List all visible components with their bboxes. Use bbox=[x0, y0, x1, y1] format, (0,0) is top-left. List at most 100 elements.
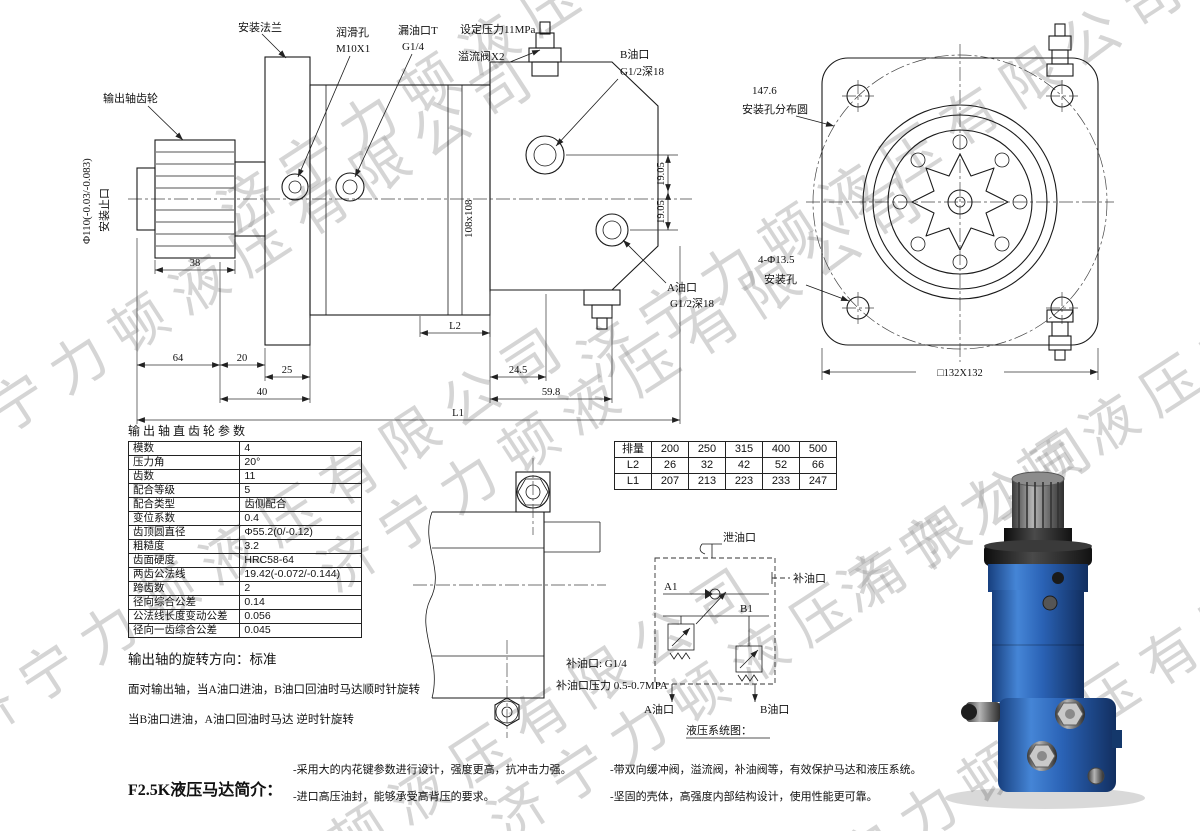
lube-hole-label: 润滑孔 bbox=[336, 25, 369, 39]
param-value: 0.14 bbox=[239, 595, 362, 610]
dimension-lines bbox=[136, 154, 681, 424]
b-port-spec: G1/2深18 bbox=[620, 65, 664, 78]
dim-38: 38 bbox=[190, 258, 201, 269]
table-row: 配合类型齿侧配合 bbox=[127, 497, 362, 512]
dim-L1: L1 bbox=[452, 408, 464, 419]
motor-cylinder-body bbox=[992, 590, 1084, 702]
param-name: 粗糙度 bbox=[127, 539, 241, 554]
b-port-schematic-label: B油口 bbox=[760, 702, 789, 716]
cell: 32 bbox=[688, 457, 726, 474]
bolt-circle-label: 安装孔分布圆 bbox=[742, 102, 808, 116]
hex-plug-lower bbox=[1027, 741, 1057, 771]
param-name: 变位系数 bbox=[127, 511, 241, 526]
buffer-valve-2 bbox=[735, 616, 763, 682]
param-name: 径向一齿综合公差 bbox=[127, 623, 241, 638]
body-size-label: 108x108 bbox=[463, 199, 475, 238]
main-side-view: 输出轴齿轮 安装法兰 润滑孔 M10X1 漏油口T G1/4 设定压力11MPa… bbox=[81, 20, 714, 424]
a-port-schematic-label: A油口 bbox=[644, 702, 674, 716]
param-value: 3.2 bbox=[239, 539, 362, 554]
dim-59_8: 59.8 bbox=[542, 387, 560, 398]
buffer-valve-1 bbox=[667, 616, 695, 660]
mounting-holes bbox=[842, 80, 1078, 324]
cell: 207 bbox=[651, 473, 689, 490]
header-cell: 排量 bbox=[614, 441, 652, 458]
lube-hole-spec: M10X1 bbox=[336, 43, 370, 55]
param-value: 4 bbox=[239, 441, 362, 456]
cell: 66 bbox=[799, 457, 837, 474]
makeup-spec-label: 补油口: G1/4 bbox=[566, 656, 627, 670]
intro-bullet: -坚固的壳体，高强度内部结构设计，使用性能更可靠。 bbox=[610, 791, 878, 803]
dim-L2: L2 bbox=[449, 321, 461, 332]
product-photo bbox=[945, 471, 1145, 809]
spline-shaft bbox=[1011, 471, 1065, 530]
dim-24_5: 24.5 bbox=[509, 365, 527, 376]
mounting-flange bbox=[264, 56, 311, 346]
valve-housing bbox=[489, 21, 659, 330]
set-pressure-label: 设定压力11MPa bbox=[460, 22, 535, 36]
flange-block bbox=[988, 564, 1088, 592]
leak-port-spec: G1/4 bbox=[402, 41, 425, 53]
makeup-port-label: 补油口 bbox=[793, 571, 826, 585]
cell: 52 bbox=[762, 457, 800, 474]
param-value: 0.045 bbox=[239, 623, 362, 638]
intro-bullet: -进口高压油封，能够承受高背压的要求。 bbox=[293, 791, 495, 803]
dim-19_05-b: 19.05 bbox=[656, 200, 667, 224]
flange-front-view: 147.6 安装孔分布圆 4-Φ13.5 安装孔 □132X132 bbox=[742, 23, 1114, 380]
header-cell: 315 bbox=[725, 441, 763, 458]
cell: 233 bbox=[762, 473, 800, 490]
output-shaft-gear bbox=[136, 139, 266, 259]
intro-title: F2.5K液压马达简介： bbox=[128, 782, 283, 799]
rear-partial-view bbox=[413, 458, 606, 738]
param-value: Φ55.2(0/-0.12) bbox=[239, 525, 362, 540]
schematic-title: 液压系统图： bbox=[686, 723, 752, 737]
small-plug bbox=[1087, 767, 1105, 785]
mounting-flange-label: 安装法兰 bbox=[238, 20, 282, 34]
cell: L1 bbox=[614, 473, 652, 490]
hydraulic-schematic: 泄油口 A1 B1 补油口 补油口: G1/4 补油口压力 0.5-0.7MPA… bbox=[556, 530, 826, 739]
drain-port-label: 泄油口 bbox=[723, 530, 756, 544]
b1-label: B1 bbox=[740, 603, 753, 615]
rotation-line-1: 输出轴的旋转方向：标准 bbox=[128, 652, 277, 667]
param-name: 两齿公法线 bbox=[127, 567, 241, 582]
output-gear-label: 输出轴齿轮 bbox=[103, 91, 158, 105]
param-name: 齿数 bbox=[127, 469, 241, 484]
relief-valve-label: 溢流阀X2 bbox=[458, 49, 504, 63]
square-dim: □132X132 bbox=[937, 368, 982, 379]
gear-table-title: 输出轴直齿轮参数 bbox=[128, 424, 249, 438]
param-name: 配合等级 bbox=[127, 483, 241, 498]
param-name: 径向综合公差 bbox=[127, 595, 241, 610]
cell: L2 bbox=[614, 457, 652, 474]
header-cell: 250 bbox=[688, 441, 726, 458]
leader-lines bbox=[147, 33, 667, 284]
cell: 26 bbox=[651, 457, 689, 474]
bottom-hex-plug bbox=[494, 697, 520, 727]
rotation-direction-notes: 输出轴的旋转方向：标准 面对输出轴，当A油口进油，B油口回油时马达顺时针旋转 当… bbox=[128, 648, 420, 727]
dim-40: 40 bbox=[257, 387, 268, 398]
rotation-line-2: 面对输出轴，当A油口进油，B油口回油时马达顺时针旋转 bbox=[128, 684, 420, 696]
param-value: 5 bbox=[239, 483, 362, 498]
check-valve-symbol bbox=[705, 589, 713, 599]
param-name: 配合类型 bbox=[127, 497, 241, 512]
intro-bullet: -采用大的内花键参数进行设计，强度更高，抗冲击力强。 bbox=[293, 764, 572, 776]
block-tab bbox=[1112, 730, 1122, 748]
side-valve-fittings bbox=[1046, 23, 1074, 361]
param-name: 齿面硬度 bbox=[127, 553, 241, 568]
cell: 42 bbox=[725, 457, 763, 474]
param-value: 20° bbox=[239, 455, 362, 470]
gerotor-star bbox=[911, 153, 1009, 251]
dim-25: 25 bbox=[282, 365, 293, 376]
intro-bullets-right: -带双向缓冲阀，溢流阀，补油阀等，有效保护马达和液压系统。 -坚固的壳体，高强度… bbox=[610, 757, 922, 811]
flange-disc bbox=[984, 540, 1092, 566]
